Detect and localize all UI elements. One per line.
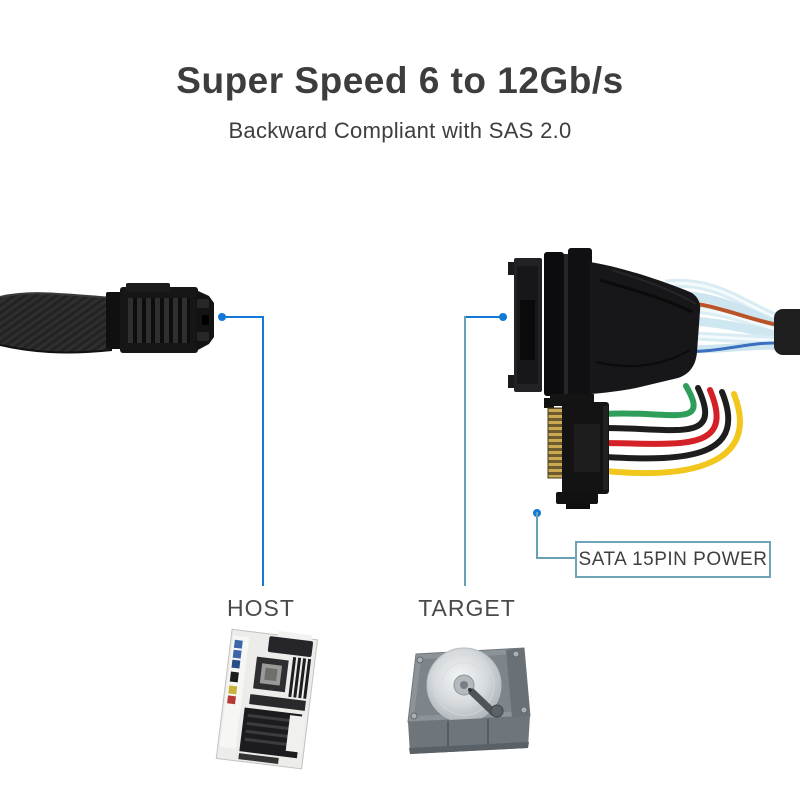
- power-wires: [603, 383, 743, 476]
- u2-sff-8639-connector: [508, 248, 701, 398]
- sata-15pin-power-connector: [544, 394, 609, 509]
- mini-sas-cable-connector: [0, 283, 214, 354]
- sata-power-callout-hline: [536, 557, 575, 559]
- target-callout-vline: [464, 316, 466, 586]
- host-label: HOST: [227, 595, 295, 621]
- sata-power-label: SATA 15PIN POWER: [578, 548, 768, 570]
- motherboard: [215, 628, 319, 770]
- page-subtitle: Backward Compliant with SAS 2.0: [228, 118, 572, 143]
- target-callout-hline: [465, 316, 502, 318]
- host-callout-vline: [262, 316, 264, 586]
- target-label: TARGET: [418, 595, 516, 621]
- sata-power-callout-vline: [536, 512, 538, 559]
- sata-power-label-box: SATA 15PIN POWER: [575, 541, 771, 578]
- hard-drive: [407, 647, 531, 754]
- page-title: Super Speed 6 to 12Gb/s: [176, 60, 624, 101]
- host-callout-hline: [221, 316, 264, 318]
- target-callout-dot: [499, 313, 507, 321]
